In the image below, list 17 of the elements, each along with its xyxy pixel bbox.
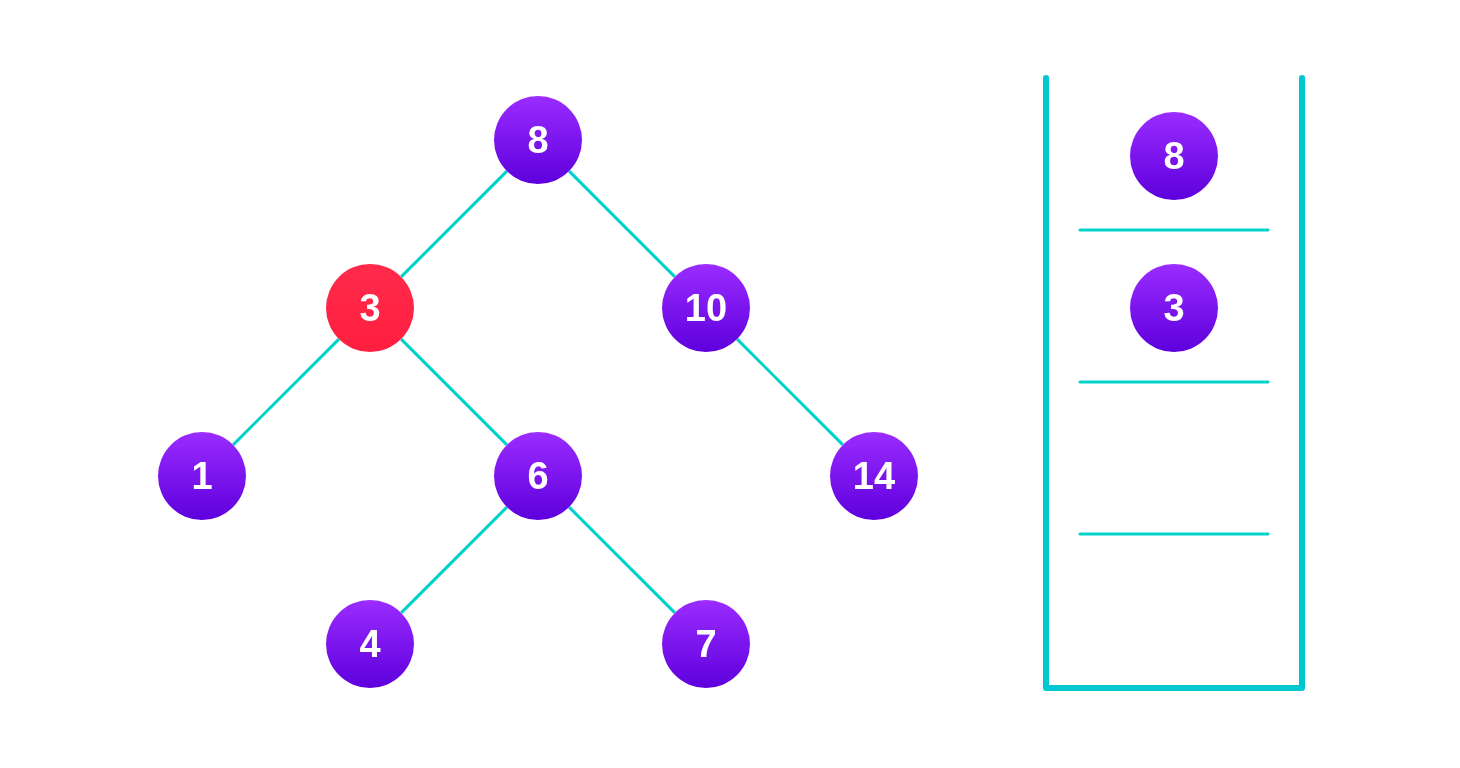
tree-node: 1 <box>158 432 246 520</box>
tree-node: 4 <box>326 600 414 688</box>
tree-node: 3 <box>326 264 414 352</box>
tree-node: 10 <box>662 264 750 352</box>
tree-edge <box>232 338 340 446</box>
tree-edge <box>568 506 676 614</box>
tree-node: 8 <box>494 96 582 184</box>
tree-edge <box>736 338 844 446</box>
tree-edge <box>400 338 508 446</box>
stack-item: 8 <box>1130 112 1218 200</box>
tree-edge <box>568 170 676 278</box>
tree-node: 14 <box>830 432 918 520</box>
stack-item: 3 <box>1130 264 1218 352</box>
tree-edge <box>400 506 508 614</box>
tree-node: 6 <box>494 432 582 520</box>
tree-node: 7 <box>662 600 750 688</box>
tree-edge <box>400 170 508 278</box>
